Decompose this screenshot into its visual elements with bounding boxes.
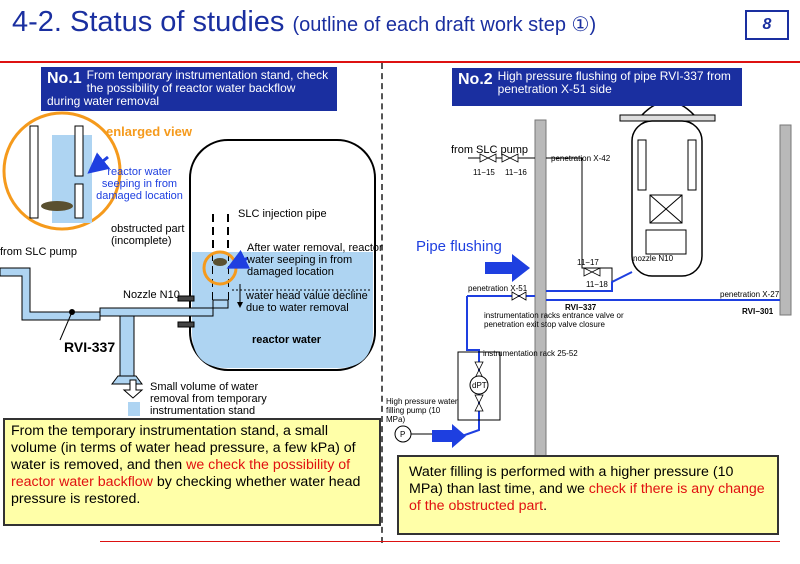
nozzle-n10-label: nozzle N10 xyxy=(633,254,674,263)
step2-note-highlight: check if there is any change of the obst… xyxy=(409,481,765,514)
footer-rule xyxy=(100,541,780,542)
instrumentation-rack-label: instrumentation rack 25-52 xyxy=(483,349,578,358)
step1-header-box: No.1 From temporary instrumentation stan… xyxy=(41,67,337,111)
valve-11-17: 11−17 xyxy=(577,258,599,267)
removal-arrow xyxy=(122,379,144,416)
page-title: 4-2. Status of studies (outline of each … xyxy=(12,6,596,39)
from-slc-pump-label: from SLC pump xyxy=(0,246,78,258)
rvi-leader xyxy=(59,311,73,341)
line-valves xyxy=(474,291,527,412)
instrument-rack-frame xyxy=(457,351,501,421)
panel-divider xyxy=(381,63,383,543)
enlarged-view-label: enlarged view xyxy=(106,124,192,139)
step1-note-text-3: by checking whether water head pressure … xyxy=(11,474,361,507)
obstructed-part-label: obstructed part (incomplete) xyxy=(111,223,185,247)
reactor-vessel xyxy=(189,139,376,371)
nozzle-label: Nozzle N10 xyxy=(123,289,180,301)
penetration-x27-label: penetration X-27 xyxy=(720,290,780,299)
step2-description: High pressure flushing of pipe RVI-337 f… xyxy=(497,69,731,96)
step1-note-text-1: From the temporary instrumentation stand… xyxy=(11,423,356,473)
rvi-301-label: RVI−301 xyxy=(742,307,774,316)
hp-pump-label: High pressure water filling pump (10 MPa… xyxy=(386,397,458,424)
right-from-slc-pump: from SLC pump xyxy=(451,144,529,156)
reactor-pressure-vessel xyxy=(619,100,716,277)
pipe-flushing-arrow xyxy=(485,254,530,282)
valve-11-16: 11−16 xyxy=(505,168,527,177)
reactor-water-label: reactor water xyxy=(252,334,322,346)
step1-number: No.1 xyxy=(47,70,82,87)
title-main: 4-2. Status of studies xyxy=(12,6,285,38)
step1-note-highlight: we check the possibility of reactor wate… xyxy=(11,457,351,490)
page-number: 8 xyxy=(745,10,789,40)
step2-number: No.2 xyxy=(458,71,493,88)
step2-note-text-1: Water filling is performed with a higher… xyxy=(409,464,734,497)
left-piping xyxy=(0,267,229,385)
valve-11-15: 11−15 xyxy=(473,168,495,177)
valve-11-18: 11−18 xyxy=(586,280,608,289)
pipe-flushing-label: Pipe flushing xyxy=(416,238,502,255)
penetration-x42-label: penetration X-42 xyxy=(551,154,611,163)
step1-note: From the temporary instrumentation stand… xyxy=(3,418,381,526)
shield-wall-left xyxy=(534,119,547,476)
pump-p-label: P xyxy=(400,430,406,439)
after-removal-label: After water removal, reactor water seepi… xyxy=(247,242,383,278)
step2-note-text-3: . xyxy=(543,498,548,514)
rvi-337-right-label: RVI−337 xyxy=(565,303,597,312)
water-head-label: water head value decline due to water re… xyxy=(246,290,368,314)
shield-wall-right xyxy=(779,124,792,316)
seeping-note: reactor water seeping in from damaged lo… xyxy=(96,166,183,202)
slc-piping xyxy=(468,157,613,282)
dpt-label: dPT xyxy=(472,381,487,390)
penetration-x51-label: penetration X-51 xyxy=(468,284,528,293)
valve-symbols xyxy=(479,153,601,277)
enlarged-view-circle xyxy=(2,111,122,231)
step1-description: From temporary instrumentation stand, ch… xyxy=(47,68,329,108)
header-rule xyxy=(0,61,800,63)
step2-header-box: No.2 High pressure flushing of pipe RVI-… xyxy=(452,68,742,106)
racks-valve-label: instrumentation racks entrance valve or … xyxy=(484,311,624,329)
slc-injection-pipe-label: SLC injection pipe xyxy=(238,208,327,220)
title-subtitle: (outline of each draft work step ①) xyxy=(292,14,597,36)
rvi-337-label: RVI-337 xyxy=(64,339,116,355)
pump-arrow xyxy=(432,424,466,448)
step2-note: Water filling is performed with a higher… xyxy=(397,455,779,535)
dpt-circle xyxy=(469,375,489,395)
small-volume-label: Small volume of water removal from tempo… xyxy=(150,381,267,417)
